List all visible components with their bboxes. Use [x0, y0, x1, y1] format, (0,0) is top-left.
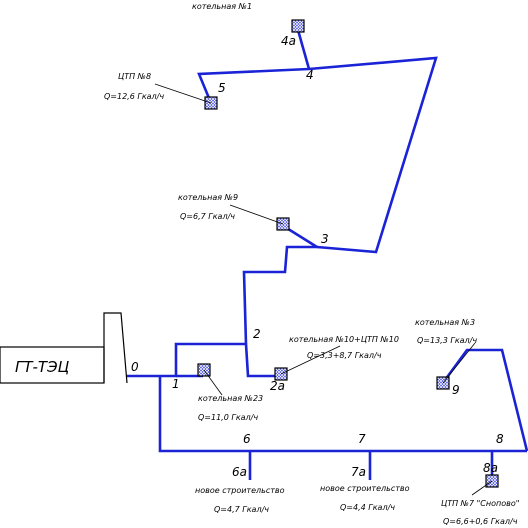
caption-2a-name: котельная №10+ЦТП №10: [289, 335, 399, 344]
caption-9-name: котельная №3: [415, 318, 475, 327]
pipe-3-loop: [197, 56, 438, 254]
node-label-5: 5: [218, 81, 226, 95]
pipelines: [127, 29, 528, 480]
node-label-6: 6: [243, 432, 251, 446]
pipe-branch-1: [160, 342, 246, 378]
node-label-9: 9: [452, 383, 460, 397]
pipe-4-4a: [296, 29, 311, 70]
leader-9: [442, 342, 476, 384]
leader-2a: [280, 345, 341, 375]
node-label-0: 0: [131, 360, 139, 374]
node-label-2: 2: [253, 327, 261, 341]
caption-1-load: Q=11,0 Гкал/ч: [198, 413, 258, 422]
caption-7a-name: новое строительство: [320, 484, 410, 493]
caption-9-load: Q=13,3 Гкал/ч: [417, 336, 477, 345]
leader-1: [203, 369, 223, 396]
leader-8a: [471, 480, 493, 496]
pipe-2-to-3: [242, 225, 322, 345]
node-label-4a: 4а: [281, 34, 296, 48]
caption-7a-load: Q=4,4 Гкал/ч: [340, 503, 395, 512]
leader-lines: [154, 83, 493, 496]
caption-1-name: котельная №23: [198, 394, 263, 403]
caption-2a-load: Q=3,3+8,7 Гкал/ч: [307, 351, 382, 360]
caption-8a-name: ЦТП №7 "Сноповo": [441, 499, 519, 508]
caption-5-load: Q=12,6 Гкал/ч: [104, 92, 164, 101]
caption-5-name: ЦТП №8: [118, 72, 151, 81]
plant-building: ГТ-ТЭЦ: [0, 312, 128, 384]
node-label-6a: 6а: [232, 465, 247, 479]
node-label-8: 8: [496, 432, 504, 446]
caption-3-name: котельная №9: [178, 193, 238, 202]
leader-5: [154, 83, 212, 104]
pipe-8-to-9: [443, 348, 528, 452]
node-labels: 0 1 2 2а 3 4 4а 5 6 6а 7 7а 8 8а 9: [131, 34, 504, 479]
leader-3: [229, 204, 284, 225]
consumer-captions: котельная №1 ЦТП №8 Q=12,6 Гкал/ч котель…: [104, 2, 519, 526]
node-label-7: 7: [358, 432, 366, 446]
pipe-1-to-8: [158, 376, 527, 453]
node-label-8a: 8а: [483, 461, 498, 475]
caption-3-load: Q=6,7 Гкал/ч: [180, 212, 235, 221]
caption-8a-load: Q=6,6+0,6 Гкал/ч: [443, 517, 518, 526]
node-label-4: 4: [306, 68, 314, 82]
caption-4a-name: котельная №1: [192, 2, 252, 11]
plant-label: ГТ-ТЭЦ: [15, 358, 70, 376]
node-label-7a: 7а: [351, 465, 366, 479]
node-label-1: 1: [172, 377, 180, 391]
caption-6a-name: новое строительство: [195, 486, 285, 495]
node-label-3: 3: [321, 232, 329, 246]
node-label-2a: 2а: [270, 379, 285, 393]
caption-6a-load: Q=4,7 Гкал/ч: [214, 505, 269, 514]
plant-chimney: [103, 312, 128, 384]
consumer-4a: [291, 19, 305, 33]
pipe-2-2a: [244, 343, 280, 378]
